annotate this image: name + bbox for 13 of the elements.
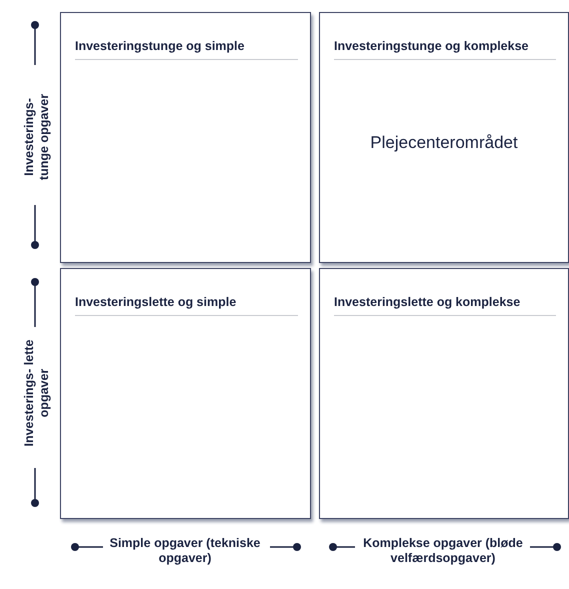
quadrant-box bbox=[60, 12, 311, 263]
axis-label: Simple opgaver (tekniske opgaver) bbox=[108, 536, 262, 566]
quadrant-heading: Investeringslette og simple bbox=[75, 295, 298, 316]
quadrant-box bbox=[319, 12, 569, 263]
quadrant-box bbox=[60, 268, 311, 519]
quadrant-text: Plejecenterområdet bbox=[369, 133, 519, 153]
axis-label: Komplekse opgaver (bløde velfærdsopgaver) bbox=[362, 536, 524, 566]
quadrant-heading: Investeringstunge og simple bbox=[75, 39, 298, 60]
quadrant-heading: Investeringslette og komplekse bbox=[334, 295, 556, 316]
quadrant-heading: Investeringstunge og komplekse bbox=[334, 39, 556, 60]
quadrant-box bbox=[319, 268, 569, 519]
axis-label: Investerings- tunge opgaver bbox=[22, 92, 52, 182]
axis-label: Investerings- lette opgaver bbox=[22, 338, 52, 448]
